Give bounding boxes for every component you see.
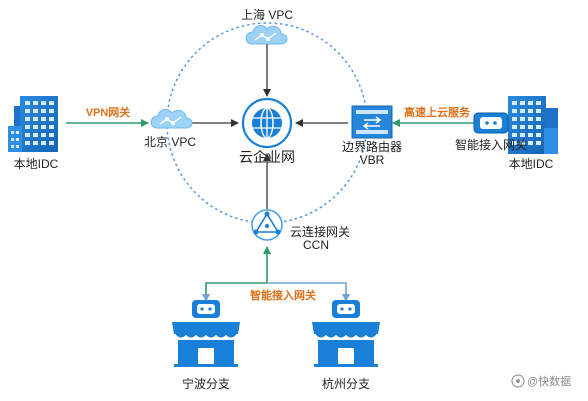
cloud-network-label: 云企业网 [239, 149, 295, 165]
arrow-ningbo-tip [202, 294, 210, 302]
express-connect-link-label: 高速上云服务 [404, 107, 470, 119]
ccn-abbr-label: CCN [303, 238, 329, 252]
link-sag-hangzhou [267, 282, 347, 296]
arrow-hangzhou-tip [342, 294, 350, 302]
smart-gateway-device-icon [473, 112, 509, 134]
link-sag-ningbo [205, 282, 267, 296]
smart-access-gateway-link-label: 智能接入网关 [250, 290, 316, 302]
border-router-label: 边界路由器 [341, 140, 403, 154]
watermark-logo-icon [511, 374, 525, 388]
vpn-gateway-link-label: VPN网关 [85, 107, 131, 119]
globe-icon [241, 97, 293, 149]
hangzhou-branch-label: 杭州分支 [321, 377, 371, 391]
ningbo-branch-label: 宁波分支 [181, 377, 231, 391]
right-idc-label: 本地IDC [508, 157, 554, 171]
ningbo-store-icon [172, 300, 240, 367]
ccn-label: 云连接网关 [290, 225, 351, 239]
shanghai-vpc-cloud-icon [245, 24, 288, 45]
smart-gateway-label: 智能接入网关 [454, 138, 528, 152]
ccn-gateway-icon [251, 209, 283, 241]
beijing-vpc-label: 北京 VPC [143, 135, 197, 149]
shanghai-vpc-label: 上海 VPC [240, 8, 294, 22]
border-router-abbr-label: VBR [359, 153, 385, 167]
border-router-icon [351, 105, 393, 139]
watermark-text: @快数据 [527, 376, 572, 388]
hangzhou-store-icon [312, 300, 380, 367]
right-idc-windows [512, 101, 541, 145]
beijing-vpc-cloud-icon [150, 108, 193, 129]
left-idc-windows [11, 101, 54, 148]
left-idc-label: 本地IDC [13, 157, 59, 171]
